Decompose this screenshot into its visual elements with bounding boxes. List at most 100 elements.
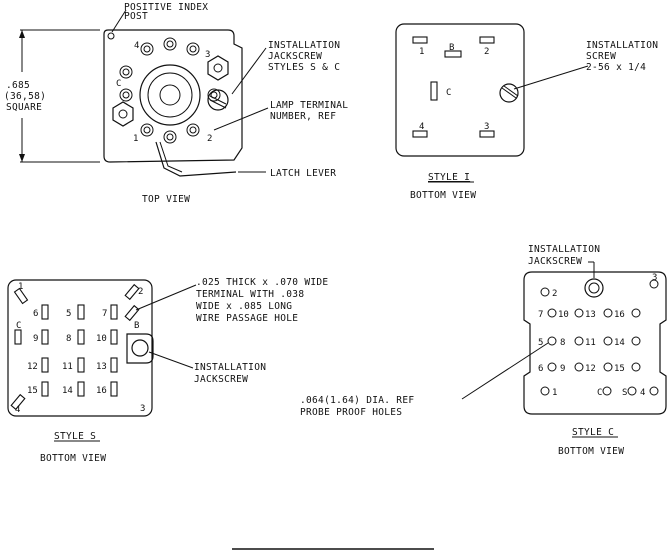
style-s-note-3: WIDE x .085 LONG — [196, 301, 292, 312]
hex-nut-left — [112, 101, 134, 127]
style-c-11: 11 — [585, 338, 596, 348]
top-pin-3: 3 — [205, 50, 210, 60]
lamp-terminal-label-1: LAMP TERMINAL — [270, 100, 348, 111]
positive-index-label-1: POSITIVE INDEX — [124, 2, 208, 13]
style-s-corner-b: B — [134, 321, 139, 331]
style-s-pin-14: 14 — [62, 386, 73, 396]
style-c-title: STYLE C — [572, 427, 614, 438]
style-i: 1 B 2 C 4 3 INSTALLATION SCREW 2-56 x 1/… — [395, 23, 658, 201]
style-i-pin-b: B — [449, 43, 454, 53]
lamp-terminal-label-2: NUMBER, REF — [270, 111, 336, 122]
style-c-s: S — [622, 388, 627, 398]
style-s-jackscrew-label-2: JACKSCREW — [194, 374, 248, 385]
hex-nut-right — [207, 55, 229, 81]
latch-lever — [155, 141, 237, 177]
style-s-pin-5: 5 — [66, 309, 71, 319]
dimension-metric: (36,58) — [4, 91, 46, 102]
dimension-value: .685 — [6, 80, 30, 91]
style-i-outline — [395, 23, 525, 157]
style-c-13: 13 — [585, 310, 596, 320]
style-i-title: STYLE I — [428, 172, 470, 183]
dimension-square: SQUARE — [6, 102, 42, 113]
style-s-pin-12: 12 — [27, 362, 38, 372]
style-i-pin-3: 3 — [484, 122, 489, 132]
positive-index-post — [107, 32, 115, 40]
top-pin-4: 4 — [134, 41, 139, 51]
style-c: 2 3 7 10 13 16 5 8 11 14 6 9 12 15 1 C S… — [300, 244, 667, 457]
style-s-pin-10: 10 — [96, 334, 107, 344]
style-s-note-4: WIRE PASSAGE HOLE — [196, 313, 298, 324]
style-c-10: 10 — [558, 310, 569, 320]
style-s-corner-c: C — [16, 321, 21, 331]
style-c-12: 12 — [585, 364, 596, 374]
center-ring-inner — [159, 84, 181, 106]
style-c-5: 5 — [538, 338, 543, 348]
center-ring-mid — [147, 72, 193, 118]
jackscrew-head — [207, 89, 229, 111]
style-c-1: 1 — [552, 388, 557, 398]
style-s-pin-11: 11 — [62, 362, 73, 372]
style-s-pin-8: 8 — [66, 334, 71, 344]
style-s-title: STYLE S — [54, 431, 96, 442]
style-i-pin-2: 2 — [484, 47, 489, 57]
style-s-outline — [7, 279, 153, 417]
style-s: 1 2 4 3 C B 6 5 7 9 8 10 12 11 13 15 14 … — [7, 277, 328, 464]
style-c-4: 4 — [640, 388, 645, 398]
style-c-jackscrew — [584, 278, 604, 298]
style-s-pin-15: 15 — [27, 386, 38, 396]
center-ring-outer — [139, 64, 201, 126]
jackscrew-label-2: JACKSCREW — [268, 51, 322, 62]
style-s-jackscrew — [131, 339, 149, 357]
jackscrew-label-3: STYLES S & C — [268, 62, 340, 73]
top-view-caption: TOP VIEW — [142, 194, 190, 205]
style-c-8: 8 — [560, 338, 565, 348]
style-i-screw — [499, 83, 519, 103]
style-s-pin-7: 7 — [102, 309, 107, 319]
style-i-screw-label-2: SCREW — [586, 51, 616, 62]
style-s-jackscrew-label-1: INSTALLATION — [194, 362, 266, 373]
style-i-caption: BOTTOM VIEW — [410, 190, 476, 201]
style-i-pin-1: 1 — [419, 47, 424, 57]
style-c-holes — [540, 279, 659, 396]
positive-index-label-2: POST — [124, 11, 148, 22]
style-c-2: 2 — [552, 289, 557, 299]
top-pin-1: 1 — [133, 134, 138, 144]
style-s-corner-3: 3 — [140, 404, 145, 414]
style-s-pin-6: 6 — [33, 309, 38, 319]
top-pin-holes — [119, 37, 221, 144]
style-c-9: 9 — [560, 364, 565, 374]
style-s-pin-13: 13 — [96, 362, 107, 372]
top-view: POSITIVE INDEX POST .685 (36,58) SQUARE … — [4, 2, 348, 205]
jackscrew-label-1: INSTALLATION — [268, 40, 340, 51]
style-s-pin-16: 16 — [96, 386, 107, 396]
style-c-6: 6 — [538, 364, 543, 374]
style-s-corner-1: 1 — [18, 282, 23, 292]
style-s-corner-4: 4 — [15, 405, 20, 415]
style-i-pin-c: C — [446, 88, 451, 98]
style-c-jackscrew-label-1: INSTALLATION — [528, 244, 600, 255]
style-c-jackscrew-label-2: JACKSCREW — [528, 256, 582, 267]
style-c-probe-label-1: .064(1.64) DIA. REF — [300, 395, 414, 406]
style-s-pin-9: 9 — [33, 334, 38, 344]
style-c-16: 16 — [614, 310, 625, 320]
style-c-15: 15 — [614, 364, 625, 374]
style-s-corner-2: 2 — [138, 287, 143, 297]
style-c-7: 7 — [538, 310, 543, 320]
latch-lever-label: LATCH LEVER — [270, 168, 336, 179]
style-s-caption: BOTTOM VIEW — [40, 453, 106, 464]
style-c-14: 14 — [614, 338, 625, 348]
style-i-screw-label-1: INSTALLATION — [586, 40, 658, 51]
top-pin-2: 2 — [207, 134, 212, 144]
top-view-outline — [103, 29, 243, 163]
style-c-3: 3 — [652, 273, 657, 283]
style-c-caption: BOTTOM VIEW — [558, 446, 624, 457]
style-c-probe-label-2: PROBE PROOF HOLES — [300, 407, 402, 418]
style-i-pin-4: 4 — [419, 122, 424, 132]
style-c-outline — [523, 271, 667, 415]
style-s-note-2: TERMINAL WITH .038 — [196, 289, 304, 300]
style-c-c: C — [597, 388, 602, 398]
style-s-note-1: .025 THICK x .070 WIDE — [196, 277, 328, 288]
top-pin-c: C — [116, 79, 121, 89]
style-i-screw-label-3: 2-56 x 1/4 — [586, 62, 646, 73]
